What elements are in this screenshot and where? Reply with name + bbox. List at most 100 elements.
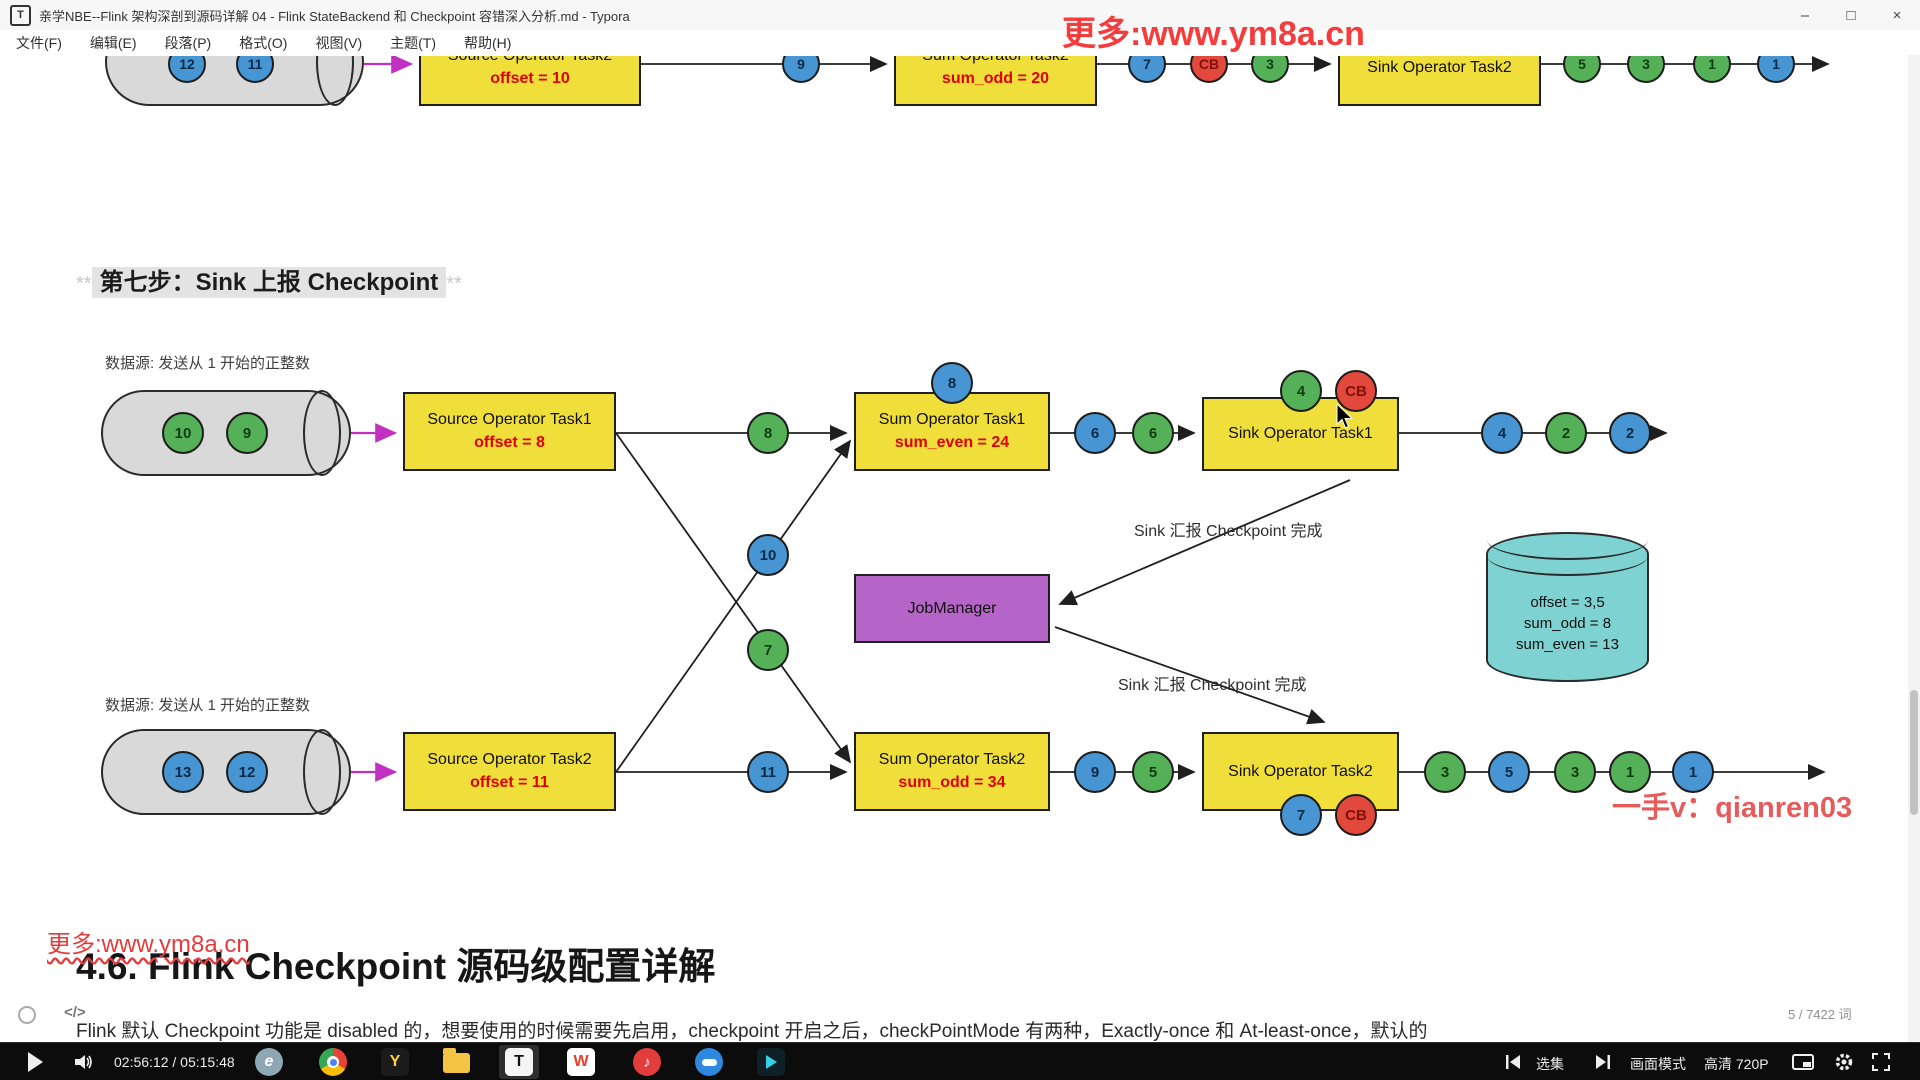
operator-title: Source Operator Task2 [427,751,592,768]
video-player-bar: 02:56:12 / 05:15:48 e Y T W ♪ 选集 画面模式 高清… [0,1042,1920,1080]
close-button[interactable]: × [1892,6,1902,24]
data-circle: 10 [162,412,204,454]
operator-title: Source Operator Task1 [427,411,592,428]
operator-value: sum_even = 24 [894,434,1010,451]
previous-episode-icon[interactable] [1506,1055,1522,1069]
operator-value: offset = 11 [470,774,549,791]
data-circle: 4 [1481,412,1523,454]
data-circle: 9 [226,412,268,454]
operator-title: Sum Operator Task2 [878,751,1026,768]
source-operator-task2-box: Source Operator Task2 offset = 11 [403,732,616,811]
scrollbar-track[interactable] [1908,55,1920,1042]
menu-edit[interactable]: 编辑(E) [89,35,137,51]
fullscreen-icon[interactable] [1872,1053,1890,1071]
data-circle: 2 [1609,412,1651,454]
data-circle: 12 [226,751,268,793]
window-titlebar: T 亲学NBE--Flink 架构深剖到源码详解 04 - Flink Stat… [0,0,1920,30]
operator-title: Sum Operator Task1 [878,411,1026,428]
media-app-icon[interactable] [757,1048,785,1076]
volume-icon[interactable] [74,1053,96,1071]
typora-taskbar-icon[interactable]: T [505,1048,533,1076]
data-circle: 6 [1132,412,1174,454]
data-circle: 4 [1280,370,1322,412]
operator-value: sum_odd = 20 [941,69,1050,87]
jobmanager-box: JobManager [854,574,1050,643]
state-backend-cylinder: offset = 3,5 sum_odd = 8 sum_even = 13 [1486,532,1649,682]
chrome-icon[interactable] [319,1048,347,1076]
source-code-mode-icon[interactable]: </> [64,1004,86,1021]
menu-theme[interactable]: 主题(T) [390,35,437,51]
jobmanager-title: JobManager [907,599,997,617]
next-episode-icon[interactable] [1594,1055,1610,1069]
scrollbar-thumb[interactable] [1910,690,1918,815]
sum-operator-task2-box: Sum Operator Task2 sum_odd = 34 [854,732,1050,811]
watermark-bottom: 更多:www.ym8a.cn [47,931,250,958]
window-title: 亲学NBE--Flink 架构深剖到源码详解 04 - Flink StateB… [39,8,630,24]
time-display: 02:56:12 / 05:15:48 [114,1054,235,1070]
operator-title: Sink Operator Task2 [1228,762,1373,780]
netdisk-app-icon[interactable] [695,1048,723,1076]
operator-value: offset = 8 [474,434,545,451]
data-circle: 5 [1488,751,1530,793]
source-operator-task1-box: Source Operator Task1 offset = 8 [403,392,616,471]
data-circle: 3 [1554,751,1596,793]
data-circle: 10 [747,534,789,576]
mouse-cursor [1336,404,1354,429]
music-app-icon[interactable]: ♪ [633,1048,661,1076]
wps-icon[interactable]: W [567,1048,595,1076]
data-circle: 11 [747,751,789,793]
datasource-label: 数据源: 发送从 1 开始的正整数 [105,697,311,714]
cylinder-cap [303,729,341,815]
menu-help[interactable]: 帮助(H) [464,35,512,51]
menu-file[interactable]: 文件(F) [16,35,62,51]
watermark-contact: 一手v：qianren03 [1612,792,1853,824]
menu-paragraph[interactable]: 段落(P) [164,35,212,51]
quality-button[interactable]: 高清 720P [1704,1056,1769,1072]
menu-view[interactable]: 视图(V) [315,35,363,51]
section-heading: 4.6. Flink Checkpoint 源码级配置详解 [76,946,716,987]
data-circle: 8 [747,412,789,454]
operator-title: Sink Operator Task1 [1228,425,1373,442]
checkpoint-barrier-circle: CB [1335,794,1377,836]
markdown-mark: ** [76,273,92,295]
datasource-label: 数据源: 发送从 1 开始的正整数 [105,355,311,372]
minimize-button[interactable]: – [1800,6,1810,24]
picture-in-picture-icon[interactable] [1792,1054,1814,1070]
browser-icon[interactable]: e [255,1048,283,1076]
folder-icon[interactable] [443,1048,470,1073]
data-circle: 6 [1074,412,1116,454]
maximize-button[interactable]: □ [1846,6,1856,24]
data-circle: 8 [931,362,973,404]
outline-toggle-icon[interactable] [18,1006,36,1024]
state-offset: offset = 3,5 [1530,594,1605,611]
data-circle: 7 [1280,794,1322,836]
data-circle: 1 [1609,751,1651,793]
data-circle: 1 [1672,751,1714,793]
data-circle: 5 [1132,751,1174,793]
state-sum-odd: sum_odd = 8 [1523,615,1612,632]
sum-operator-task1-box: Sum Operator Task1 sum_even = 24 [854,392,1050,471]
data-circle: 7 [747,629,789,671]
operator-value: sum_odd = 34 [898,774,1006,791]
picture-mode-button[interactable]: 画面模式 [1630,1056,1686,1072]
operator-title: Sink Operator Task2 [1367,59,1512,76]
watermark-top: 更多:www.ym8a.cn [1062,15,1365,53]
data-circle: 2 [1545,412,1587,454]
data-circle: 13 [162,751,204,793]
paragraph-text: Flink 默认 Checkpoint 功能是 disabled 的，想要使用的… [76,1021,1428,1042]
word-count: 5 / 7422 词 [1788,1007,1852,1022]
cylinder-cap [303,390,341,476]
source-cylinder-2 [101,729,351,815]
y-app-icon[interactable]: Y [381,1048,409,1076]
episodes-button[interactable]: 选集 [1536,1056,1564,1072]
settings-gear-icon[interactable] [1834,1052,1854,1072]
operator-value: offset = 10 [490,69,570,87]
step-heading-text: 第七步：Sink 上报 Checkpoint [91,267,447,298]
step-heading: **第七步：Sink 上报 Checkpoint** [76,262,462,298]
cylinder-disk-line [1487,536,1648,576]
checkpoint-note: Sink 汇报 Checkpoint 完成 [1118,677,1307,694]
play-button[interactable] [28,1052,43,1072]
checkpoint-barrier-circle: CB [1335,370,1377,412]
menu-format[interactable]: 格式(O) [239,35,288,51]
markdown-mark: ** [446,273,462,295]
